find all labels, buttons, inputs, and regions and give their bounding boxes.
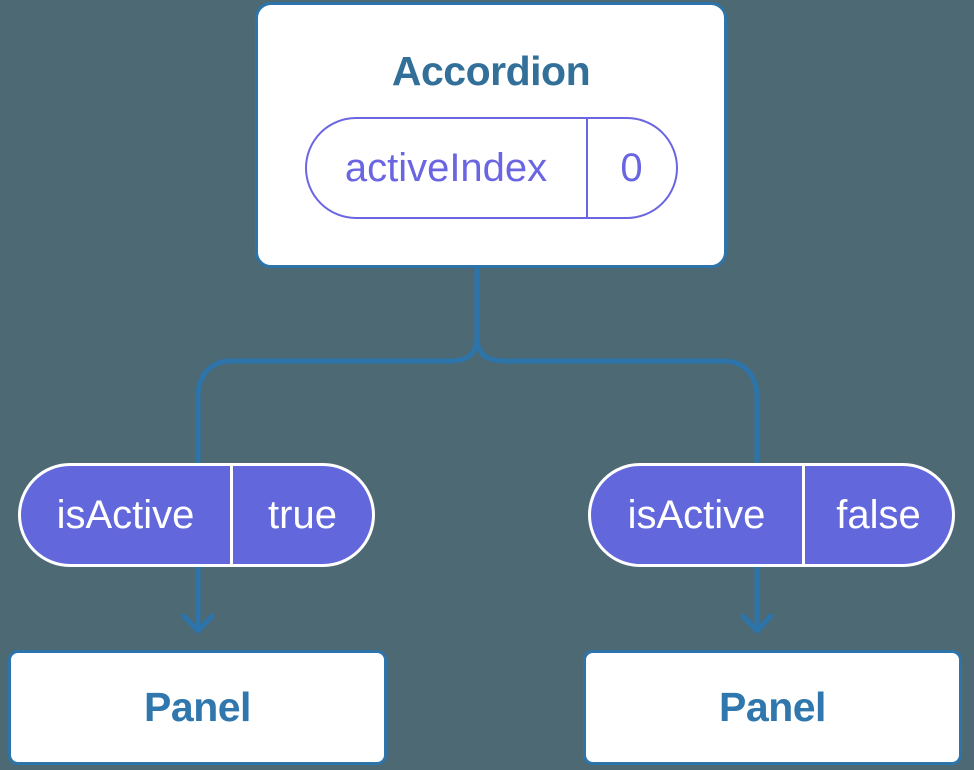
prop-name-label: isActive [56,492,195,537]
prop-name-label: isActive [627,492,766,537]
accordion-node: Accordion activeIndex 0 [255,2,727,268]
panel-node-left: Panel [8,650,387,765]
prop-value-label: false [836,492,921,537]
connector-left-branch [195,263,480,629]
arrowhead-left-icon [181,613,215,634]
panel-node-title: Panel [719,684,826,730]
state-value-label: 0 [620,145,643,190]
panel-node-title: Panel [144,684,251,730]
panel-node-right: Panel [583,650,962,765]
prop-value-label: true [268,492,337,537]
prop-pill-is-active-false: isActive false [588,463,955,567]
state-pill-active-index: activeIndex 0 [304,117,678,220]
state-name-label: activeIndex [344,145,548,190]
prop-pill-divider [230,466,233,564]
prop-pill-divider [802,466,805,564]
prop-pill-is-active-true: isActive true [18,463,375,567]
connector-right-branch [474,263,760,629]
state-pill-divider [585,119,588,218]
arrowhead-right-icon [740,613,774,634]
accordion-node-title: Accordion [391,48,591,94]
